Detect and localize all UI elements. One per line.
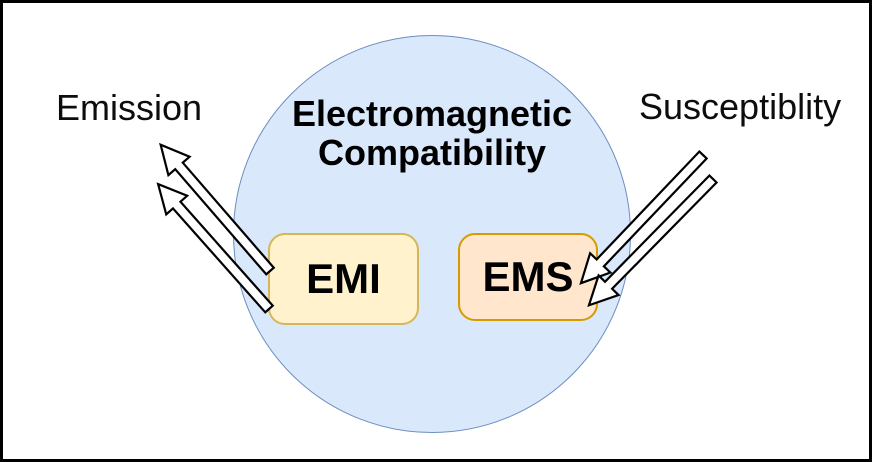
- circle-title: Electromagnetic Compatibility: [233, 94, 631, 172]
- circle-title-line-2: Compatibility: [317, 132, 546, 173]
- susceptibility-label: Susceptiblity: [639, 86, 842, 127]
- ems-box-label: EMS: [482, 253, 574, 300]
- emission-label: Emission: [56, 87, 203, 128]
- circle-title-line-1: Electromagnetic: [291, 93, 573, 134]
- ems-box: EMS: [458, 233, 598, 321]
- emi-box-label: EMI: [306, 255, 381, 302]
- emi-box: EMI: [268, 233, 419, 325]
